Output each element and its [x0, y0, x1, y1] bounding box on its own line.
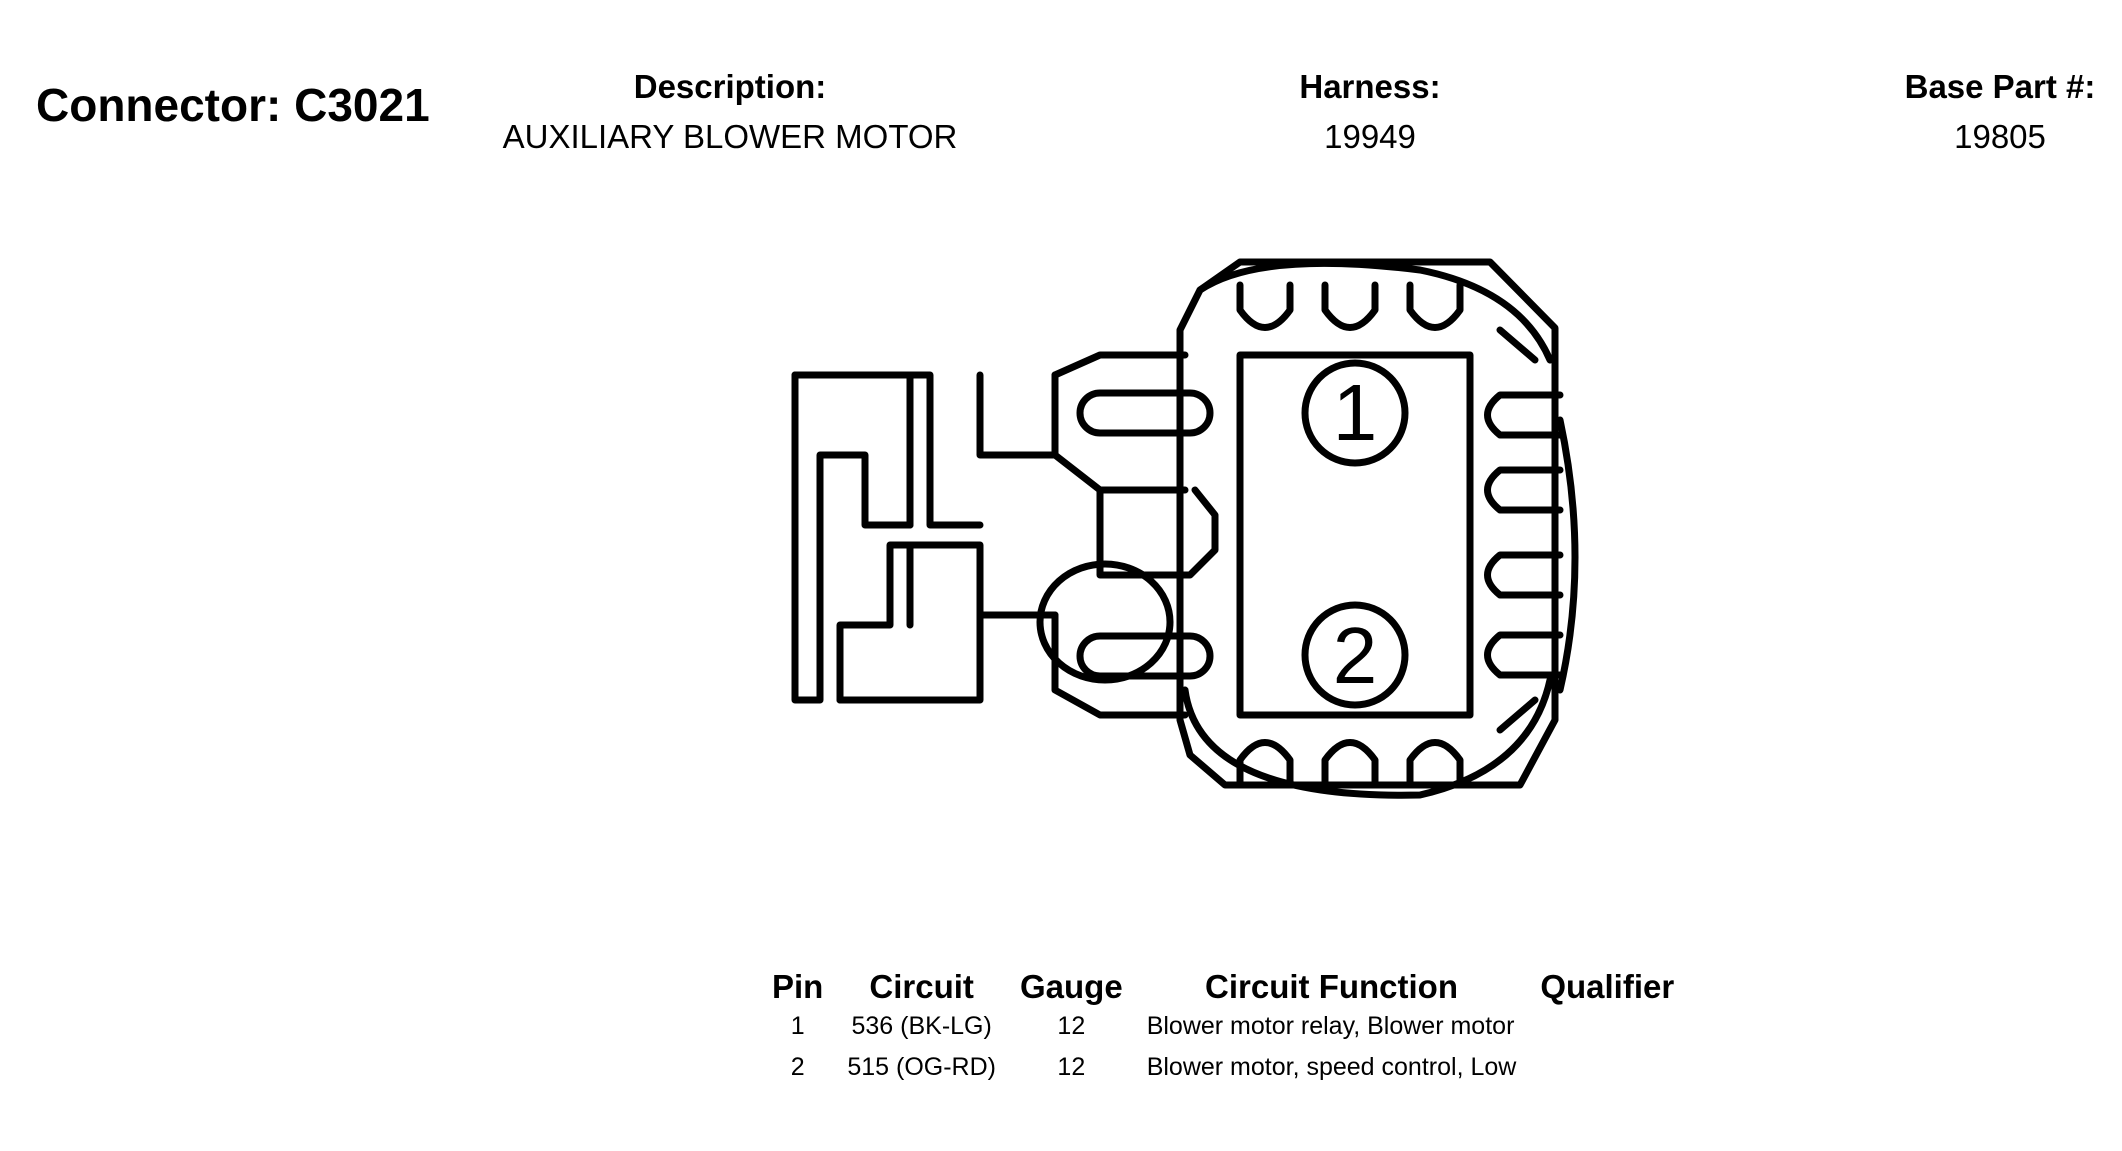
harness-label: Harness: [1299, 68, 1441, 105]
connector-latch [791, 351, 1219, 719]
pin-table: Pin Circuit Gauge Circuit Function Quali… [760, 968, 1686, 1088]
pin-2-circle [1301, 601, 1409, 709]
pin-1-circle [1301, 359, 1409, 467]
header-qualifier: Qualifier [1540, 968, 1675, 1005]
pin-1-label: 1 [1333, 368, 1378, 457]
header-circuit: Circuit [869, 968, 974, 1005]
right-slots [1484, 391, 1564, 679]
cell-function: Blower motor, speed control, Low [1146, 1053, 1517, 1081]
slot-left-upper [1076, 389, 1214, 437]
table-header-row: Pin Circuit Gauge Circuit Function Quali… [760, 968, 1686, 1006]
header-pin: Pin [772, 968, 824, 1005]
cell-circuit: 536 (BK-LG) [851, 1012, 992, 1040]
base-part-block: Base Part #: 19805 [1870, 68, 2122, 156]
cell-qualifier [1528, 1006, 1686, 1047]
table-row: 2 515 (OG-RD) 12 Blower motor, speed con… [760, 1047, 1686, 1088]
connector-face [1236, 351, 1474, 719]
bottom-teeth [1236, 739, 1464, 789]
cell-pin: 2 [790, 1053, 805, 1081]
cell-function: Blower motor relay, Blower motor [1146, 1012, 1515, 1040]
cell-gauge: 12 [1057, 1012, 1086, 1040]
description-label: Description: [633, 68, 827, 105]
base-part-value: 19805 [1954, 118, 2046, 155]
latch-ring [1036, 560, 1174, 684]
table-row: 1 536 (BK-LG) 12 Blower motor relay, Blo… [760, 1006, 1686, 1047]
top-teeth [1236, 281, 1464, 331]
cell-pin: 1 [790, 1012, 805, 1040]
cell-circuit: 515 (OG-RD) [847, 1053, 996, 1081]
harness-value: 19949 [1324, 118, 1416, 155]
cell-gauge: 12 [1057, 1053, 1086, 1081]
pin-2-label: 2 [1333, 611, 1378, 700]
base-part-label: Base Part #: [1904, 68, 2096, 105]
description-value: AUXILIARY BLOWER MOTOR [502, 118, 958, 155]
connector-housing [1176, 258, 1579, 799]
description-block: Description: AUXILIARY BLOWER MOTOR [480, 68, 980, 156]
slot-left-lower [1076, 632, 1214, 680]
header-gauge: Gauge [1019, 968, 1123, 1005]
header-circuit-function: Circuit Function [1205, 968, 1458, 1005]
cell-qualifier [1528, 1047, 1686, 1088]
connector-title: Connector: C3021 [36, 79, 430, 131]
harness-block: Harness: 19949 [1270, 68, 1470, 156]
